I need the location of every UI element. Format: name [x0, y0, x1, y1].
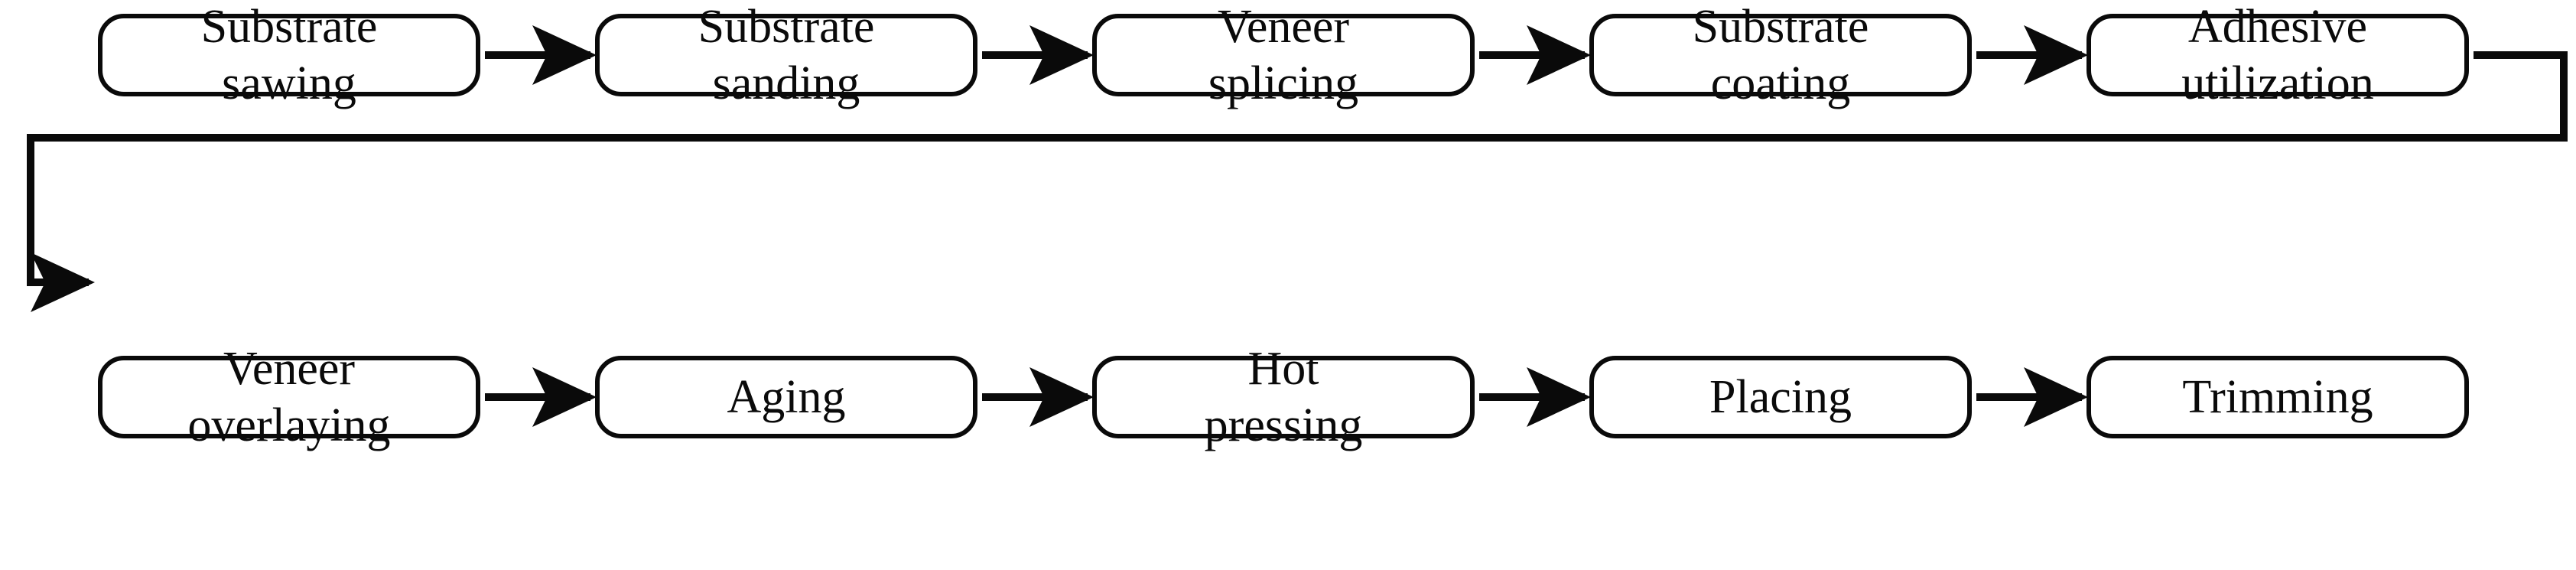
node-label-line1: Placing: [1709, 370, 1852, 423]
node-substrate-coating[interactable]: Substrate coating: [1589, 1, 1972, 109]
node-label-line1: Substrate: [200, 0, 378, 53]
node-label-line1: Adhesive: [2187, 0, 2368, 53]
node-label-line1: Veneer: [223, 342, 356, 395]
node-label-line1: Trimming: [2182, 370, 2373, 423]
node-label-line2: sanding: [712, 57, 860, 109]
node-label-line2: overlaying: [187, 399, 391, 451]
node-label-line2: coating: [1710, 57, 1851, 109]
node-substrate-sanding[interactable]: Substrate sanding: [595, 1, 977, 109]
node-substrate-sawing[interactable]: Substrate sawing: [98, 1, 480, 109]
node-label-line1: Aging: [727, 370, 846, 423]
node-label-line2: utilization: [2181, 57, 2374, 109]
arrow-adhesive-utilization-to-veneer-overlaying: [27, 51, 2568, 312]
node-hot-pressing[interactable]: Hot pressing: [1092, 343, 1475, 451]
node-veneer-splicing[interactable]: Veneer splicing: [1092, 1, 1475, 109]
node-label-line2: sawing: [222, 57, 356, 109]
node-label-line1: Substrate: [698, 0, 875, 53]
node-label-line1: Veneer: [1217, 0, 1350, 53]
node-label-line1: Substrate: [1692, 0, 1869, 53]
node-aging[interactable]: Aging: [595, 356, 977, 438]
node-trimming[interactable]: Trimming: [2086, 356, 2469, 438]
node-label-line2: splicing: [1208, 57, 1359, 109]
node-label-line2: pressing: [1204, 399, 1363, 451]
node-adhesive-utilization[interactable]: Adhesive utilization: [2086, 1, 2469, 109]
node-veneer-overlaying[interactable]: Veneer overlaying: [98, 343, 480, 451]
node-label-line1: Hot: [1247, 342, 1319, 395]
node-placing[interactable]: Placing: [1589, 356, 1972, 438]
